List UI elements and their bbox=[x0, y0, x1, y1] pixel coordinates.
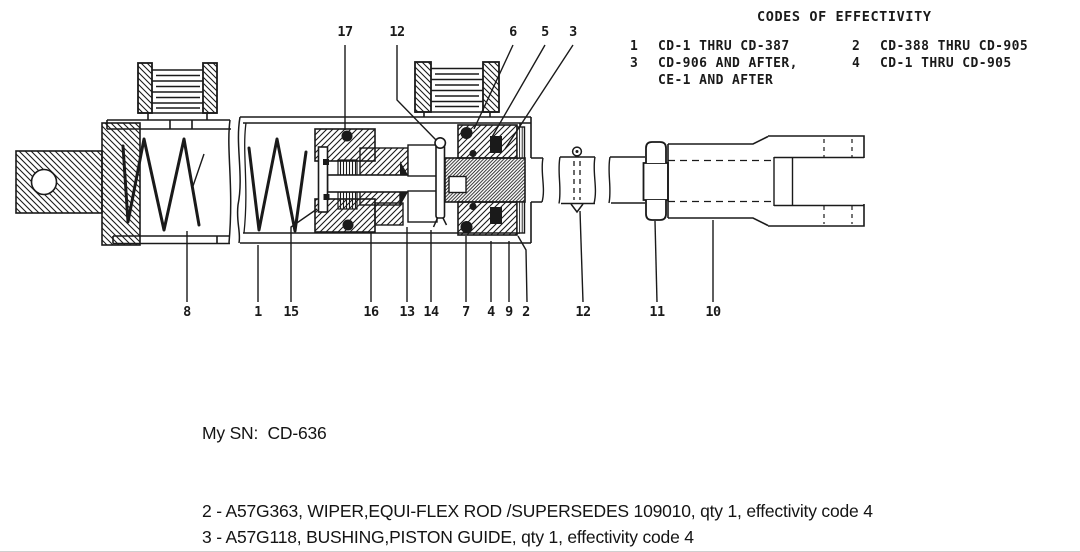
effectivity-range-continuation: CE-1 AND AFTER bbox=[658, 73, 774, 88]
hydraulic-port-right bbox=[414, 61, 500, 117]
callout-11: 11 bbox=[649, 304, 665, 320]
callout-10: 10 bbox=[705, 304, 721, 320]
hydraulic-port-left bbox=[137, 62, 218, 120]
effectivity-range: CD-388 THRU CD-905 bbox=[880, 39, 1029, 54]
callout-13: 13 bbox=[399, 304, 415, 320]
effectivity-code: 1 bbox=[630, 39, 639, 54]
effectivity-range: CD-1 THRU CD-905 bbox=[880, 56, 1012, 71]
callout-12: 12 bbox=[389, 24, 405, 40]
effectivity-code: 2 bbox=[852, 39, 861, 54]
callout-1: 1 bbox=[254, 304, 262, 320]
callout-6: 6 bbox=[509, 24, 517, 40]
effectivity-code: 3 bbox=[630, 56, 639, 71]
callout-9: 9 bbox=[505, 304, 513, 320]
note-line: 2 - A57G363, WIPER,EQUI-FLEX ROD /SUPERS… bbox=[202, 501, 873, 521]
left-rod-end bbox=[15, 122, 141, 246]
callout-3: 3 bbox=[569, 24, 577, 40]
actuator-assembly-diagram bbox=[15, 44, 865, 303]
callout-15: 15 bbox=[283, 304, 299, 320]
callout-14: 14 bbox=[423, 304, 439, 320]
cotter-pin bbox=[432, 137, 448, 228]
effectivity-code: 4 bbox=[852, 56, 861, 71]
rod-segment-break bbox=[531, 146, 645, 214]
leader-lines bbox=[186, 44, 714, 303]
callout-2: 2 bbox=[522, 304, 530, 320]
callout-5: 5 bbox=[541, 24, 549, 40]
note-line: 3 - A57G118, BUSHING,PISTON GUIDE, qty 1… bbox=[202, 527, 694, 547]
effectivity-range: CD-906 AND AFTER, bbox=[658, 56, 798, 71]
effectivity-range: CD-1 THRU CD-387 bbox=[658, 39, 790, 54]
cylinder-left bbox=[106, 119, 232, 245]
effectivity-table: 1 CD-1 THRU CD-387 2 CD-388 THRU CD-905 … bbox=[630, 38, 1028, 89]
callout-16: 16 bbox=[363, 304, 379, 320]
piston-rod bbox=[444, 157, 526, 203]
callout-7: 7 bbox=[462, 304, 470, 320]
piston-assembly bbox=[314, 128, 439, 233]
jam-nut bbox=[642, 141, 669, 221]
parts-notes: My SN: CD-636 2 - A57G363, WIPER,EQUI-FL… bbox=[202, 368, 873, 551]
spring-main bbox=[247, 137, 308, 233]
callout-17: 17 bbox=[337, 24, 353, 40]
callout-12: 12 bbox=[575, 304, 591, 320]
cylinder-main bbox=[236, 116, 532, 244]
note-lines: 2 - A57G363, WIPER,EQUI-FLEX ROD /SUPERS… bbox=[202, 498, 873, 551]
callout-4: 4 bbox=[487, 304, 495, 320]
codes-of-effectivity-title: CODES OF EFFECTIVITY bbox=[757, 9, 932, 25]
rod-gland bbox=[457, 124, 526, 236]
clevis-end bbox=[667, 135, 865, 227]
spring-left bbox=[121, 137, 201, 232]
callout-8: 8 bbox=[183, 304, 191, 320]
serial-number-line: My SN: CD-636 bbox=[202, 423, 327, 443]
